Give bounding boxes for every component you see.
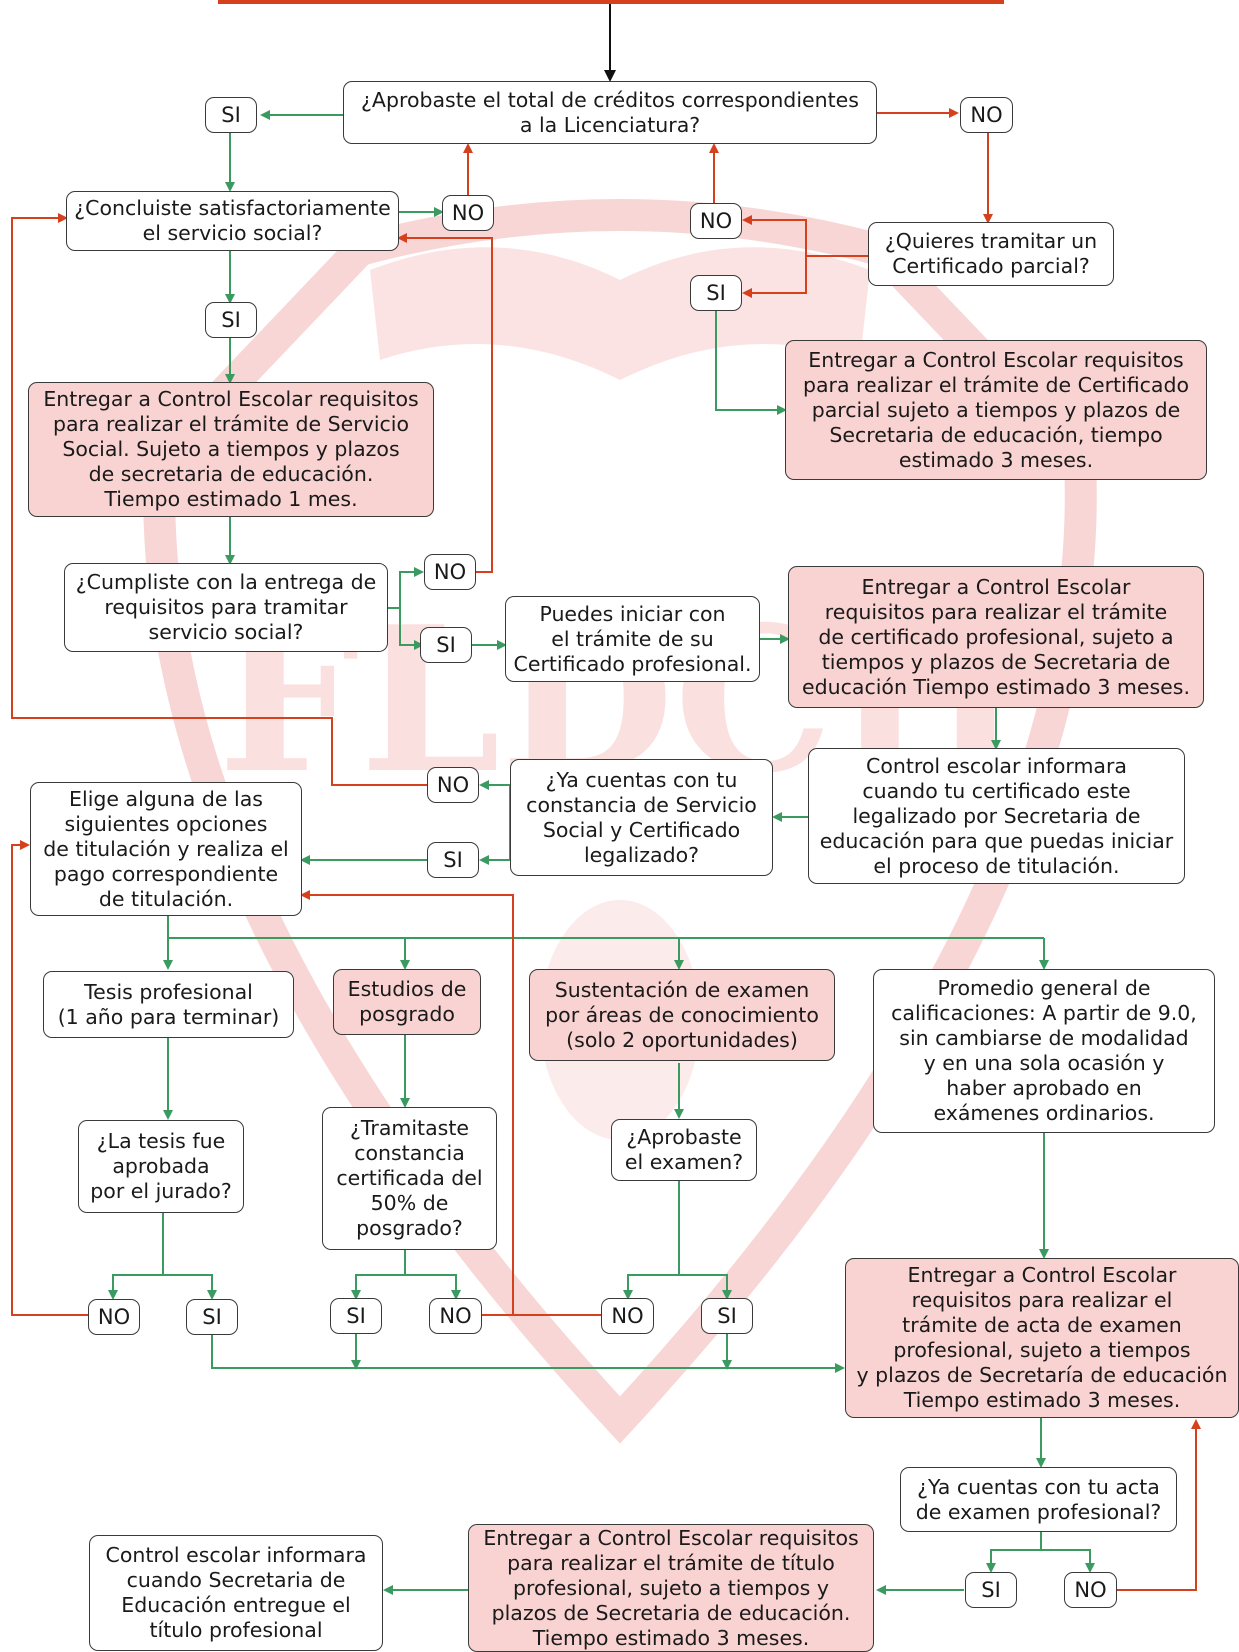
info-certificado-legalizado: Control escolar informara cuando tu cert…: [808, 748, 1185, 884]
tag-posgrado-no: NO: [429, 1298, 482, 1334]
tag-cumpliste-si: SI: [420, 627, 472, 663]
tag-posgrado-si: SI: [330, 1298, 382, 1334]
tag-creditos-no: NO: [960, 97, 1013, 133]
action-certificado-parcial: Entregar a Control Escolar requisitos pa…: [785, 340, 1207, 480]
question-constancia: ¿Ya cuentas con tu constancia de Servici…: [510, 759, 773, 876]
info-titulo-entregado: Control escolar informara cuando Secreta…: [89, 1535, 383, 1651]
tag-examen-no: NO: [601, 1298, 654, 1334]
action-acta-examen: Entregar a Control Escolar requisitos pa…: [845, 1258, 1239, 1418]
question-cumpliste: ¿Cumpliste con la entrega de requisitos …: [64, 563, 388, 652]
tag-constancia-si: SI: [427, 842, 479, 878]
tag-examen-si: SI: [701, 1298, 753, 1334]
option-posgrado: Estudios de posgrado: [333, 969, 481, 1035]
watermark-book: [370, 247, 870, 380]
option-tesis: Tesis profesional (1 año para terminar): [43, 971, 294, 1038]
tag-acta-no: NO: [1064, 1572, 1117, 1608]
tag-servicio-si: SI: [205, 302, 257, 338]
question-posgrado-constancia: ¿Tramitaste constancia certificada del 5…: [322, 1107, 497, 1250]
question-tesis-aprobada: ¿La tesis fue aprobada por el jurado?: [78, 1120, 244, 1213]
tag-creditos-si: SI: [205, 97, 257, 133]
tag-parcial-si: SI: [690, 275, 742, 311]
question-servicio: ¿Concluiste satisfactoriamente el servic…: [66, 191, 399, 251]
action-iniciar-certificado: Puedes iniciar con el trámite de su Cert…: [505, 596, 760, 682]
action-elige-opcion: Elige alguna de las siguientes opciones …: [30, 782, 302, 916]
action-titulo-profesional: Entregar a Control Escolar requisitos pa…: [468, 1524, 874, 1652]
option-promedio: Promedio general de calificaciones: A pa…: [873, 969, 1215, 1133]
option-examen-areas: Sustentación de examen por áreas de cono…: [529, 969, 835, 1061]
tag-parcial-no: NO: [690, 203, 742, 239]
question-creditos: ¿Aprobaste el total de créditos correspo…: [343, 81, 877, 144]
tag-servicio-no: NO: [442, 195, 494, 231]
question-acta: ¿Ya cuentas con tu acta de examen profes…: [900, 1467, 1177, 1532]
tag-tesis-si: SI: [186, 1299, 238, 1335]
question-parcial: ¿Quieres tramitar un Certificado parcial…: [868, 222, 1114, 286]
tag-acta-si: SI: [965, 1572, 1017, 1608]
question-aprobaste-examen: ¿Aprobaste el examen?: [611, 1119, 757, 1181]
action-certificado-profesional: Entregar a Control Escolar requisitos pa…: [788, 566, 1204, 708]
tag-constancia-no: NO: [427, 767, 479, 803]
tag-tesis-no: NO: [88, 1299, 140, 1335]
header-bar: [218, 0, 1004, 4]
tag-cumpliste-no: NO: [424, 554, 476, 590]
action-servicio-social: Entregar a Control Escolar requisitos pa…: [28, 382, 434, 517]
